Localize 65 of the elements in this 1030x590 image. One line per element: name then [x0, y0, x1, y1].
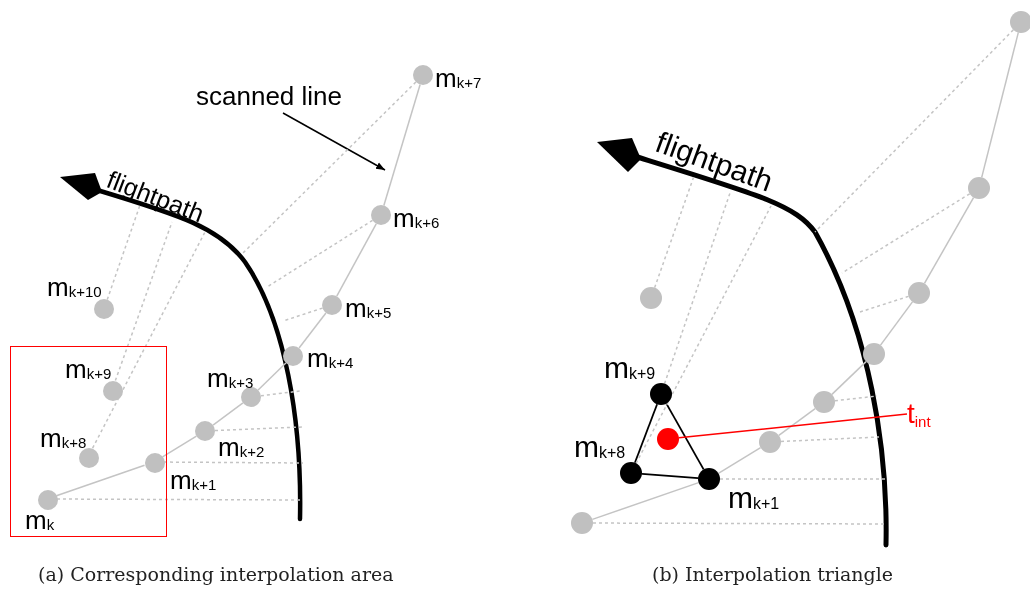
highlight-frame	[10, 346, 167, 537]
connector-line	[678, 413, 908, 439]
data-point	[371, 205, 391, 225]
interpolated-point	[657, 428, 679, 450]
projection-line	[653, 175, 695, 289]
projection-line	[780, 436, 880, 443]
connector-line	[383, 83, 421, 207]
connector-line	[778, 407, 816, 437]
data-point	[908, 282, 930, 304]
data-point	[195, 421, 215, 441]
data-point	[759, 431, 781, 453]
projection-line	[282, 307, 324, 322]
projection-line	[663, 192, 731, 385]
data-point	[94, 299, 114, 319]
vertex-point	[698, 468, 720, 490]
projection-line	[814, 29, 1015, 233]
figure-caption: (a) Corresponding interpolation area	[38, 565, 394, 584]
data-point	[283, 346, 303, 366]
connector-line	[212, 402, 244, 426]
projection-line	[260, 390, 301, 397]
connector-line	[298, 312, 327, 349]
data-point	[38, 490, 58, 510]
projection-line	[635, 205, 772, 464]
point-label: t$_{int}$	[907, 400, 931, 428]
projection-line	[91, 231, 206, 449]
data-point	[413, 65, 433, 85]
data-point	[863, 343, 885, 365]
projection-line	[163, 461, 304, 464]
connector-line	[923, 196, 975, 285]
vertex-point	[650, 383, 672, 405]
connector-line	[634, 403, 658, 464]
connector-line	[591, 481, 700, 521]
data-point	[813, 391, 835, 413]
connector-line	[665, 402, 705, 471]
figure-caption: (b) Interpolation triangle	[652, 565, 893, 584]
connector-line	[980, 31, 1020, 179]
data-point	[571, 512, 593, 534]
annotation-text: scanned line	[196, 80, 342, 112]
arrow	[282, 112, 386, 171]
projection-line	[719, 478, 886, 480]
connector-line	[717, 446, 762, 475]
projection-line	[859, 295, 910, 313]
projection-line	[592, 522, 886, 525]
connector-line	[879, 301, 914, 346]
projection-line	[106, 204, 141, 301]
projection-line	[266, 219, 374, 288]
projection-line	[114, 221, 173, 382]
data-point	[322, 295, 342, 315]
data-point	[640, 287, 662, 309]
connector-line	[161, 435, 198, 458]
data-point	[79, 448, 99, 468]
vertex-point	[620, 462, 642, 484]
projection-line	[841, 193, 971, 274]
projection-line	[242, 81, 417, 254]
data-point	[968, 177, 990, 199]
data-point	[1010, 11, 1030, 33]
data-point	[103, 381, 123, 401]
connector-line	[257, 362, 287, 391]
projection-line	[214, 426, 303, 432]
data-point	[145, 453, 165, 473]
connector-line	[831, 360, 867, 396]
connector-line	[336, 223, 377, 297]
connector-line	[55, 464, 146, 497]
connector-line	[641, 472, 699, 480]
data-point	[241, 387, 261, 407]
